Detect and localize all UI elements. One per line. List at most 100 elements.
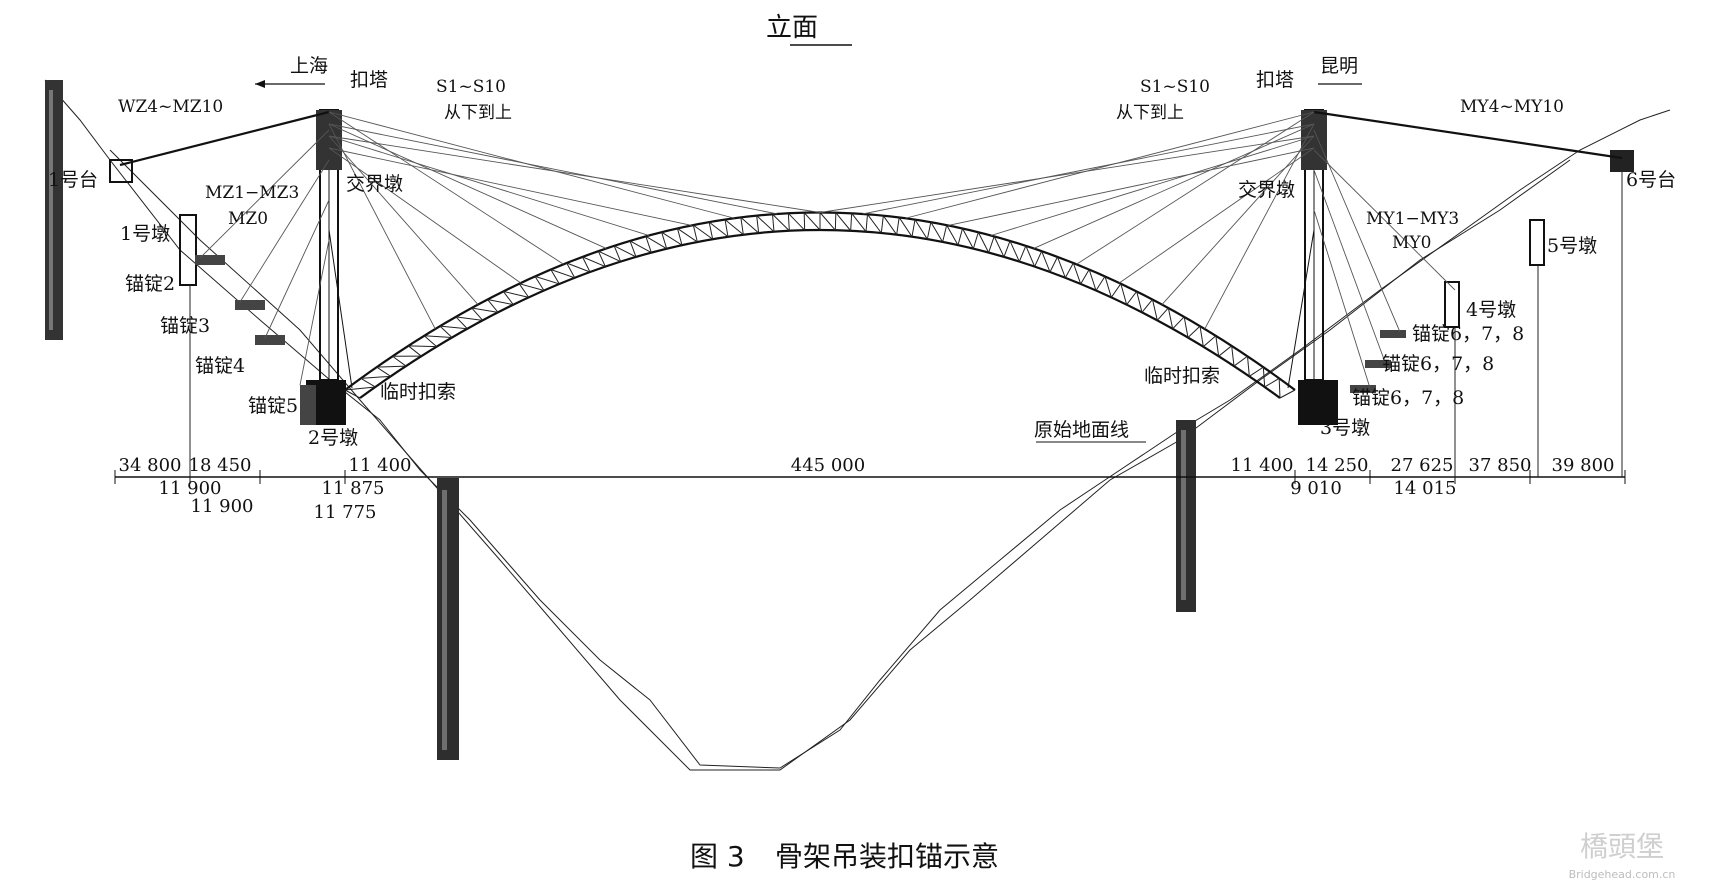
stay-cable-right (1076, 111, 1315, 265)
truss-vertical (471, 307, 484, 321)
ground-line-label: 原始地面线 (1034, 419, 1129, 441)
truss-vertical (392, 355, 407, 367)
dim-27625: 27 625 (1391, 455, 1454, 476)
stay-cables-left (328, 111, 821, 389)
truss-vertical (692, 225, 698, 243)
stay-cable-left (328, 123, 436, 330)
pier-3-label: 3号墩 (1320, 417, 1370, 439)
cables-left-label: S1~S10 (436, 77, 506, 97)
pier-5 (1529, 219, 1545, 266)
truss-vertical (455, 316, 468, 330)
abutment-left-num: 1 (48, 169, 60, 191)
truss-vertical (1203, 335, 1217, 348)
stay-cable-right (819, 135, 1315, 213)
dim-11400-right: 11 400 (1231, 455, 1294, 476)
truss-vertical (566, 262, 576, 279)
truss-diagonal (708, 221, 729, 238)
truss-diagonal (1167, 307, 1174, 329)
truss-vertical (582, 256, 591, 273)
truss-vertical (487, 299, 499, 313)
truss-vertical (534, 276, 545, 291)
dim-18450: 18 450 (189, 455, 252, 476)
anchor-5-label: 锚锭5 (248, 395, 298, 417)
truss-diagonal (898, 217, 913, 237)
stay-cable-right (948, 147, 1315, 226)
abutment-left-label: 号台 (60, 169, 98, 191)
truss-vertical (1264, 377, 1280, 388)
truss-vertical (1080, 269, 1090, 285)
truss-vertical (360, 377, 376, 388)
dim-11900-a: 11 900 (159, 478, 222, 499)
cables-right-note: 从下到上 (1116, 103, 1184, 123)
stay-cable-left (328, 135, 479, 305)
watermark-en: Bridgehead.com.cn (1569, 868, 1676, 881)
truss-diagonal (1231, 345, 1235, 367)
truss-vertical (1126, 291, 1138, 305)
wz-label: WZ4~MZ10 (118, 97, 223, 117)
diagram-title: 立面 (766, 13, 818, 43)
truss-diagonal (677, 228, 698, 243)
truss-vertical (724, 219, 729, 237)
truss-diagonal (693, 224, 713, 240)
truss-vertical (1187, 325, 1201, 338)
my13-label: MY1−MY3 (1366, 209, 1459, 229)
truss-diagonal (1199, 326, 1204, 347)
truss-vertical (880, 215, 884, 234)
truss-diagonal (613, 245, 637, 258)
arrow-left-head (255, 80, 265, 88)
stay-cable-right (1204, 123, 1315, 330)
pier-2-label: 2号墩 (308, 427, 358, 449)
truss-diagonal (424, 335, 453, 339)
truss-diagonal (1152, 299, 1158, 321)
truss-diagonal (1088, 269, 1097, 291)
figure-number: 图 3 (690, 840, 745, 873)
truss-diagonal (629, 240, 652, 254)
truss-vertical (1034, 250, 1043, 267)
truss-diagonal (645, 235, 667, 250)
truss-diagonal (1041, 250, 1051, 273)
truss-diagonal (1278, 378, 1281, 399)
temp-cable-right (1287, 229, 1315, 389)
anchor-cables-left (199, 129, 330, 386)
stay-cable-right (862, 123, 1315, 215)
truss-diagonal (439, 325, 468, 330)
backstay-right (1313, 110, 1623, 160)
truss-vertical (772, 214, 775, 232)
ground-profile-2 (109, 149, 1571, 771)
stay-cable-left (328, 147, 522, 284)
truss-vertical (957, 228, 963, 246)
truss-diagonal (882, 215, 898, 235)
truss-diagonal (930, 221, 944, 243)
truss-vertical (988, 236, 995, 253)
dim-34800: 34 800 (119, 455, 182, 476)
truss-diagonal (819, 212, 836, 231)
rock-column-mid (437, 478, 459, 760)
direction-right: 昆明 (1320, 55, 1358, 77)
truss-vertical (911, 219, 916, 237)
vertical-guide-lines (189, 172, 1623, 477)
pier-1-label: 1号墩 (120, 223, 170, 245)
truss-diagonal (503, 290, 529, 298)
truss-vertical (376, 366, 391, 377)
junction-left-label: 交界墩 (346, 173, 403, 195)
truss-vertical (926, 222, 932, 240)
truss-vertical (1049, 256, 1058, 273)
anchor-678-a-label: 锚锭6，7，8 (1412, 323, 1524, 345)
dim-11775: 11 775 (314, 502, 377, 523)
truss-diagonal (1009, 240, 1020, 262)
stay-cable-right (1161, 135, 1315, 305)
stay-cable-left (328, 147, 692, 226)
truss-diagonal (756, 215, 775, 233)
temp-cable-right-label: 临时扣索 (1144, 365, 1220, 387)
cables-left-note: 从下到上 (444, 103, 512, 123)
truss-vertical (1141, 299, 1153, 313)
truss-diagonal (1215, 335, 1220, 357)
pier-4 (1444, 281, 1460, 328)
truss-vertical (1249, 366, 1264, 377)
truss-vertical (1279, 389, 1296, 399)
truss-vertical (1064, 262, 1074, 279)
truss-diagonal (851, 212, 867, 232)
truss-vertical (502, 291, 514, 305)
dim-11400-left: 11 400 (349, 455, 412, 476)
